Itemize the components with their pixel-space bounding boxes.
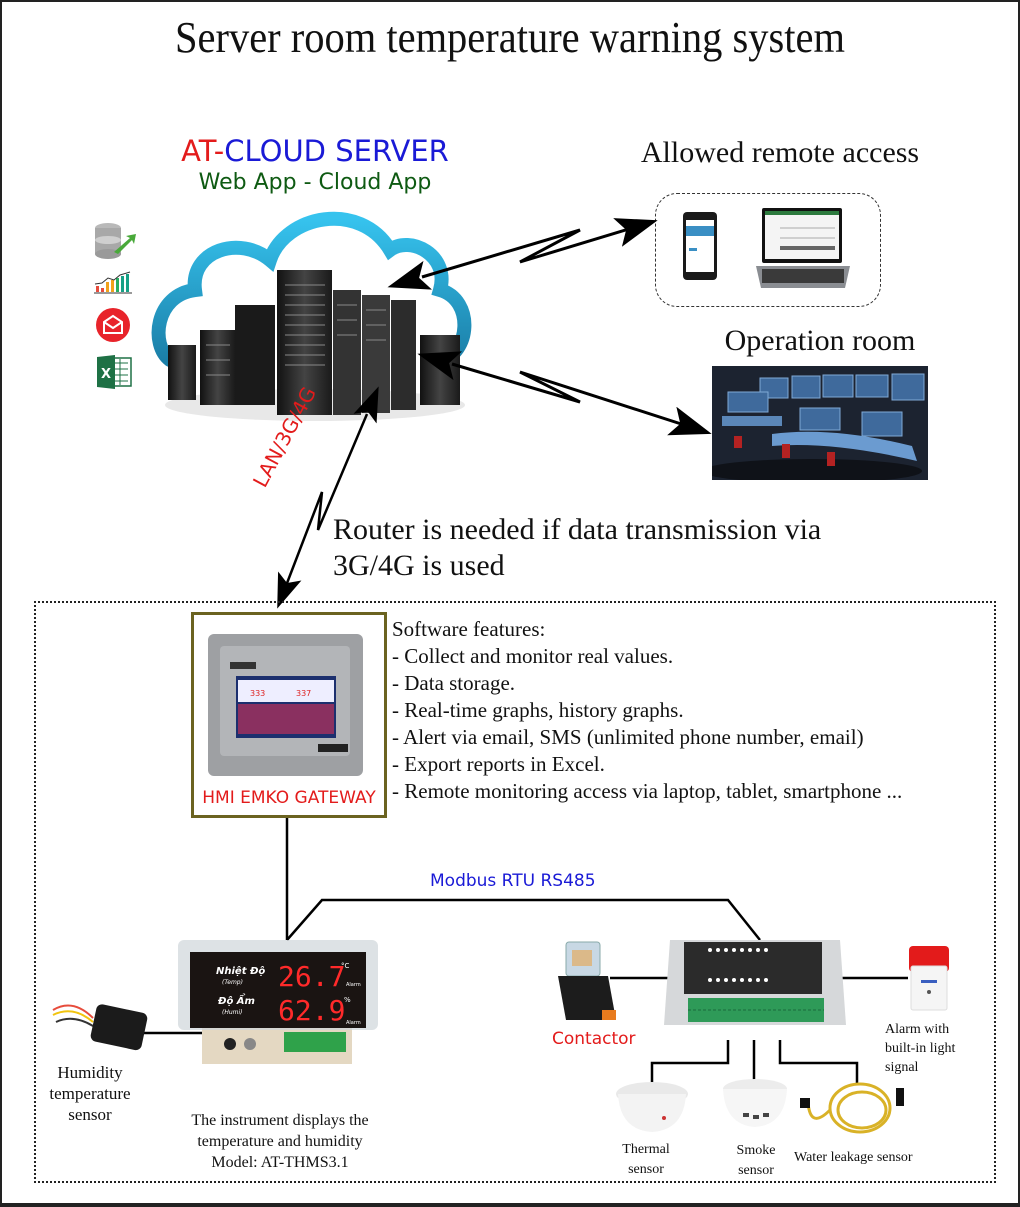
- diagram-title: Server room temperature warning system: [175, 13, 845, 62]
- modbus-line: [286, 898, 761, 941]
- contactor-image: [558, 941, 616, 1020]
- side-icons: X: [94, 223, 136, 389]
- humi-alarm-label: Alarm: [346, 1020, 361, 1026]
- operation-room-image: [712, 366, 928, 480]
- smoke-sensor-label: Smoke sensor: [716, 1141, 796, 1181]
- alarm-label: Alarm with built-in light signal: [885, 1020, 955, 1077]
- instrument-caption-line: The instrument displays the: [191, 1112, 369, 1129]
- router-note-line1: Router is needed if data transmission vi…: [333, 513, 822, 546]
- database-export-icon: [95, 223, 136, 259]
- alarm-label-line: signal: [885, 1060, 919, 1075]
- hmi-gateway-image: 333 337: [208, 634, 363, 776]
- instrument-caption-line: Model: AT-THMS3.1: [211, 1154, 349, 1171]
- local-site-area: [34, 601, 996, 1183]
- feature-item: - Real-time graphs, history graphs.: [392, 698, 684, 722]
- temp-unit: °C: [341, 962, 350, 970]
- svg-text:X: X: [101, 367, 111, 382]
- modbus-label: Modbus RTU RS485: [430, 871, 596, 891]
- link-cloud-operation: [417, 351, 712, 436]
- water-leak-sensor-image: [800, 1082, 904, 1134]
- bar-chart-icon: [94, 271, 132, 294]
- temp-alarm-label: Alarm: [346, 982, 361, 988]
- smartphone-icon: [683, 212, 717, 280]
- thermal-line: [650, 1040, 730, 1085]
- cloud-title-prefix: AT-: [181, 134, 225, 168]
- cloud-server-subtitle: Web App - Cloud App: [198, 170, 432, 195]
- link-cloud-gateway: [277, 386, 379, 609]
- link-cloud-remote: [387, 218, 658, 290]
- contactor-label: Contactor: [552, 1029, 636, 1049]
- humidity-sensor-label: Humidity temperature sensor: [40, 1062, 140, 1125]
- remote-devices: [683, 208, 850, 288]
- water-leak-sensor-label: Water leakage sensor: [794, 1150, 913, 1165]
- humi-sub-label: (Humi): [222, 1009, 243, 1016]
- feature-item: - Remote monitoring access via laptop, t…: [392, 779, 903, 803]
- smoke-sensor-label-line: sensor: [738, 1163, 774, 1178]
- alarm-light-image: [909, 946, 949, 1011]
- temp-sub-label: (Temp): [222, 979, 243, 986]
- instrument-caption-line: temperature and humidity: [197, 1133, 363, 1150]
- laptop-icon: [756, 208, 850, 288]
- instrument-display-image: Nhiệt Độ (Temp) Độ Ẩm (Humi) 26.7 62.9 °…: [178, 940, 378, 1064]
- thermal-sensor-label-line: Thermal: [622, 1142, 670, 1157]
- water-line: [778, 1040, 859, 1085]
- hmi-gateway-label: HMI EMKO GATEWAY: [202, 788, 376, 808]
- humidity-sensor-label-line: sensor: [68, 1105, 112, 1124]
- thermal-sensor-label-line: sensor: [628, 1162, 664, 1177]
- cloud-outline: [151, 211, 472, 367]
- feature-item: - Collect and monitor real values.: [392, 644, 674, 668]
- humi-unit: %: [344, 996, 351, 1004]
- smoke-sensor-image: [723, 1079, 787, 1127]
- alarm-label-line: built-in light: [885, 1041, 956, 1056]
- operation-room-label: Operation room: [724, 324, 916, 357]
- email-icon: [96, 308, 130, 342]
- feature-item: - Alert via email, SMS (unlimited phone …: [392, 725, 864, 749]
- thermal-sensor-label: Thermal sensor: [606, 1140, 686, 1180]
- thermal-sensor-image: [616, 1082, 688, 1132]
- alarm-label-line: Alarm with: [885, 1022, 950, 1037]
- io-module-image: [664, 940, 846, 1025]
- humi-value: 62.9: [278, 994, 345, 1027]
- feature-item: - Export reports in Excel.: [392, 752, 605, 776]
- hmi-value-2: 337: [296, 689, 311, 698]
- cloud-server-title: AT-CLOUD SERVER: [160, 134, 470, 168]
- instrument-caption: The instrument displays the temperature …: [160, 1110, 400, 1173]
- temp-label: Nhiệt Độ: [216, 965, 265, 977]
- excel-icon: X: [97, 355, 132, 389]
- humidity-sensor-label-line: temperature: [49, 1084, 131, 1103]
- humi-label: Độ Ẩm: [217, 992, 255, 1007]
- feature-item: - Data storage.: [392, 671, 516, 695]
- software-features-title: Software features:: [392, 617, 546, 641]
- hmi-value-1: 333: [250, 689, 265, 698]
- smoke-sensor-label-line: Smoke: [736, 1143, 776, 1158]
- humidity-sensor-image: [52, 1004, 148, 1051]
- humidity-sensor-label-line: Humidity: [57, 1063, 123, 1082]
- remote-access-label: Allowed remote access: [640, 136, 920, 169]
- temp-value: 26.7: [278, 960, 345, 993]
- cloud-title-main: CLOUD SERVER: [224, 134, 449, 168]
